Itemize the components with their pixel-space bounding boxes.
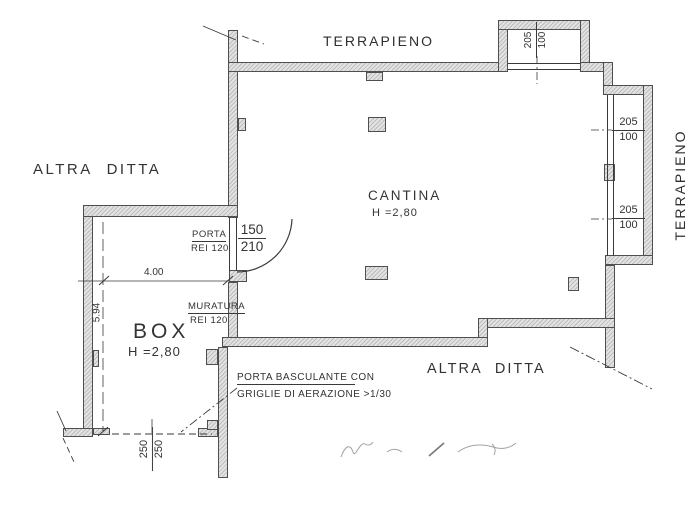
- pier-box-west: [93, 350, 99, 367]
- label-terrapieno-top: TERRAPIENO: [323, 33, 435, 49]
- dim-ticks-4-00: [98, 275, 234, 286]
- window-mullion: [604, 164, 615, 181]
- door-jamb-line-west: [229, 218, 230, 271]
- label-box: BOX: [133, 320, 190, 343]
- label-porta: PORTA: [192, 229, 227, 242]
- wall-foot-west-a: [63, 428, 93, 437]
- wall-east-lower: [605, 265, 615, 368]
- niche-opening-line-b: [508, 69, 580, 70]
- label-altra-ditta-left: ALTRA DITTA: [33, 161, 162, 178]
- label-altra-ditta-bottom: ALTRA DITTA: [427, 361, 546, 377]
- pier-garage-south-b: [207, 420, 218, 430]
- wall-bay-east: [643, 85, 653, 265]
- wall-garage-east: [218, 347, 228, 478]
- wall-bay-south: [605, 255, 653, 265]
- bay-window-line-inner: [607, 95, 608, 256]
- dim-bay-lower-205-100: 205 100: [612, 204, 645, 231]
- pilaster-top-wall: [366, 72, 383, 81]
- label-muratura: MURATURA: [188, 301, 246, 314]
- dim-door-150-210: 150 210: [238, 222, 266, 254]
- wall-south-upper: [478, 318, 615, 328]
- label-cantina-height: H =2,80: [372, 207, 418, 219]
- pier-garage-north: [206, 349, 218, 365]
- label-cantina: CANTINA: [368, 188, 442, 203]
- label-porta-rei: REI 120: [191, 243, 229, 254]
- break-dash-bottom-left: [62, 437, 75, 463]
- dim-box-width: 4.00: [144, 267, 164, 278]
- dim-garage-250-250: 250 250: [138, 427, 165, 472]
- door-jamb-line-east: [236, 218, 237, 271]
- bay-window-line-outer: [613, 95, 614, 256]
- dim-box-depth: 5.94: [91, 302, 103, 323]
- label-terrapieno-right: TERRAPIENO: [672, 129, 688, 241]
- wall-box-north: [83, 205, 238, 217]
- signature-scribble: [340, 441, 517, 458]
- label-basculante-1: PORTA BASCULANTE CON: [237, 372, 375, 385]
- break-dash-top-left: [241, 35, 265, 45]
- wall-south-lower: [222, 337, 488, 347]
- label-box-height: H =2,80: [128, 344, 181, 359]
- wall-foot-west-b: [93, 428, 110, 435]
- wall-west-upper: [228, 30, 238, 218]
- wall-cantina-top-west: [228, 62, 500, 72]
- label-muratura-rei: REI 120: [190, 315, 228, 326]
- door-stop-block: [229, 270, 247, 282]
- pillar-1: [368, 117, 386, 132]
- dim-bay-upper-205-100: 205 100: [612, 116, 645, 143]
- pillar-3: [568, 277, 579, 291]
- pillar-2: [365, 266, 388, 280]
- dim-niche-205-100: 205 100: [523, 22, 548, 58]
- pilaster-west-wall: [238, 118, 246, 131]
- niche-opening-line-a: [508, 63, 580, 64]
- label-basculante-2: GRIGLIE DI AERAZIONE >1/30: [237, 389, 392, 400]
